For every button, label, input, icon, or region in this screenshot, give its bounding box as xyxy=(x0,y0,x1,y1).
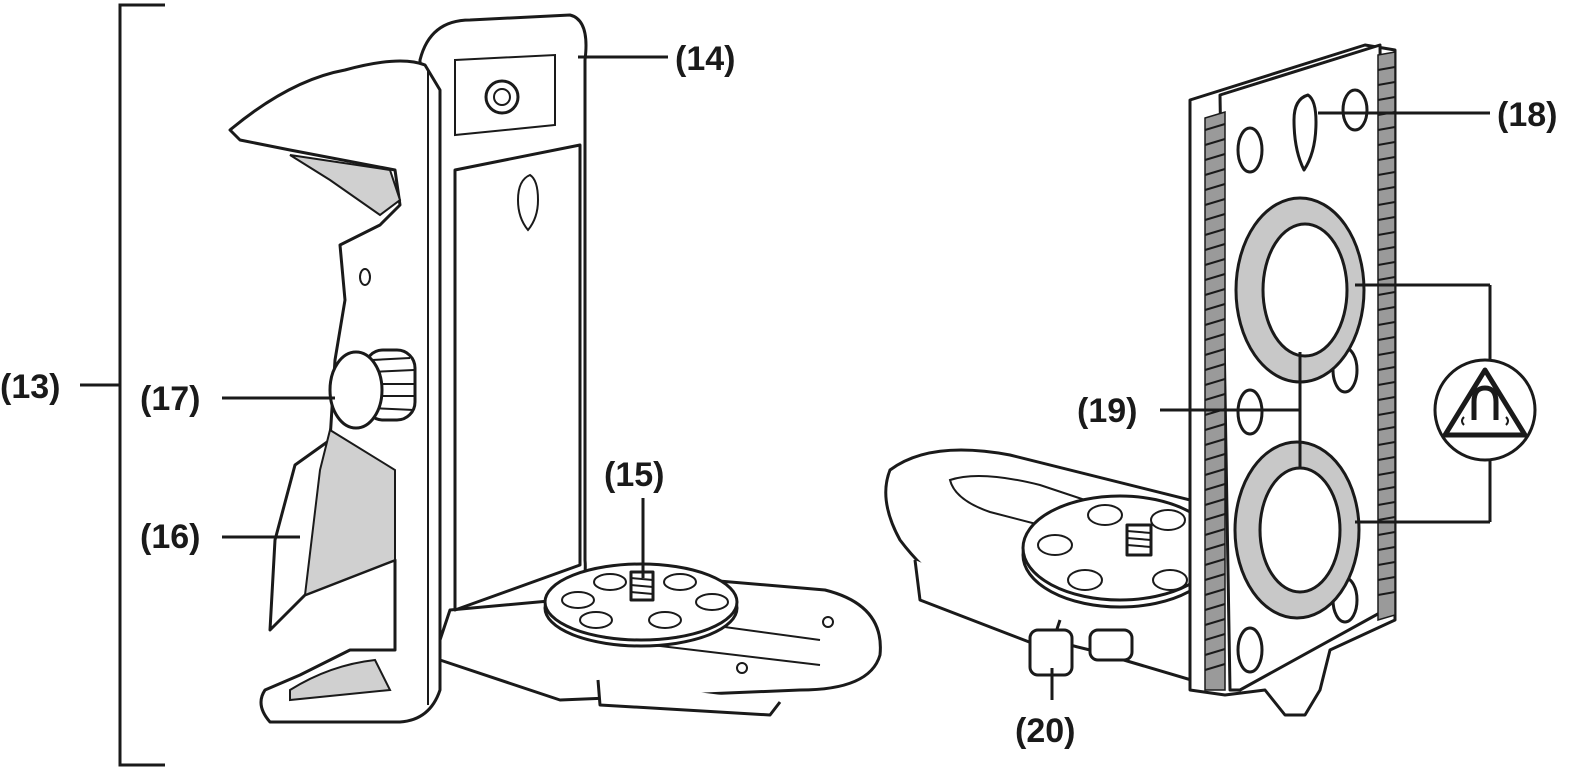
rotating-disc xyxy=(543,562,739,648)
magnetic-plate xyxy=(1188,43,1397,717)
label-13: (13) xyxy=(0,368,60,406)
callout-labels: (13) (14) (15) (16) (17) (18) (19) (20) xyxy=(0,40,1557,750)
right-magnetic-bracket xyxy=(884,43,1537,717)
leader-lines xyxy=(222,55,1490,700)
locking-knob xyxy=(328,348,417,430)
label-17: (17) xyxy=(140,380,200,418)
label-14: (14) xyxy=(675,40,735,78)
wall-mount-frame xyxy=(418,13,588,642)
magnet-warning-icon xyxy=(1355,283,1537,524)
right-rotating-disc xyxy=(1021,494,1219,609)
label-19: (19) xyxy=(1077,392,1137,430)
label-18: (18) xyxy=(1497,96,1557,134)
left-holder-assembly xyxy=(80,3,882,767)
label-15: (15) xyxy=(604,456,664,494)
label-16: (16) xyxy=(140,518,200,556)
label-20: (20) xyxy=(1015,712,1075,750)
